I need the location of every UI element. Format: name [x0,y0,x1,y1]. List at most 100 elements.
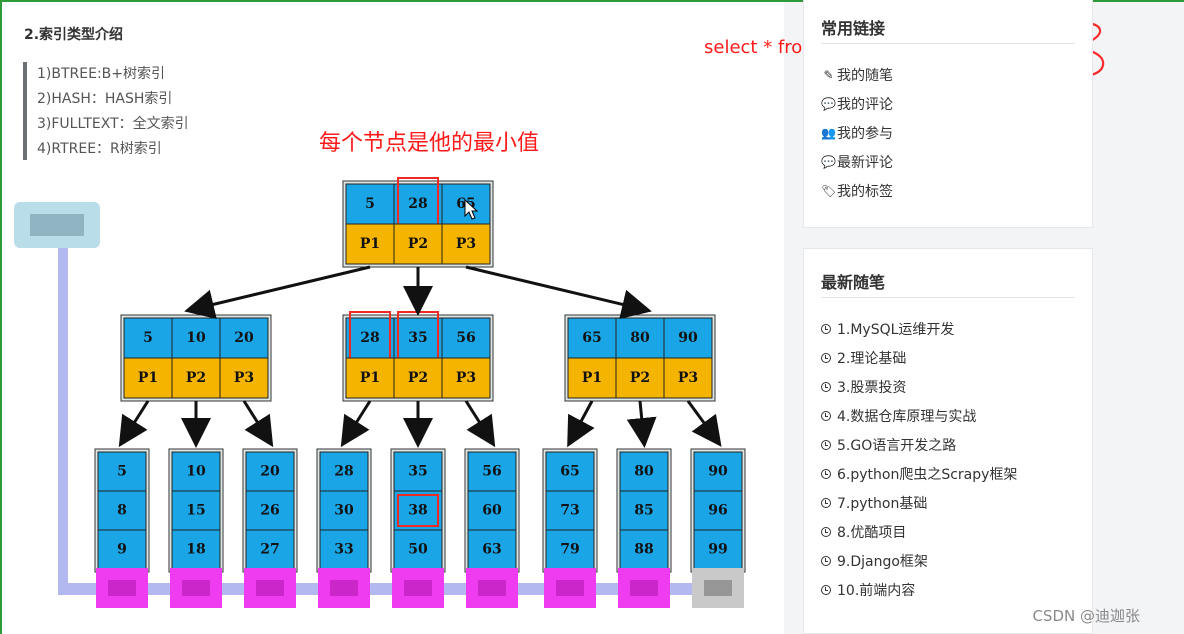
leaf-link-line [58,583,698,595]
link-my-participation[interactable]: 👥我的参与 [821,126,893,142]
pointer-cell [615,357,665,399]
pointer-label: P1 [138,370,158,386]
leaf-key-label: 73 [560,503,579,519]
leaf-key-label: 56 [482,464,501,480]
data-block-inner [256,580,284,596]
link-my-tags[interactable]: 🏷我的标签 [821,184,893,200]
leaf-key-label: 9 [117,542,127,558]
pointer-cell [441,357,491,399]
divider [821,297,1075,298]
pointer-label: P2 [186,370,206,386]
key-label: 90 [678,330,698,346]
key-label: 5 [365,196,375,212]
data-block-inner [630,580,658,596]
leaf-key-cell [97,490,147,531]
tree-arrow [242,400,274,448]
data-block-inner [556,580,584,596]
pointer-cell [663,357,713,399]
pencil-icon: ✎ [823,68,834,82]
link-my-comments[interactable]: 💬我的评论 [821,97,893,113]
key-label: 56 [456,330,475,346]
link-latest-comments[interactable]: 💬最新评论 [821,155,893,171]
index-types-quote: 1)BTREE:B+树索引 2)HASH：HASH索引 3)FULLTEXT：全… [23,62,243,160]
post-link[interactable]: 2.理论基础 [821,348,906,368]
clock-icon [821,527,831,537]
data-block-inner [704,580,732,596]
common-links-title: 常用链接 [821,19,886,38]
leaf-key-cell [171,490,221,531]
pointer-label: P2 [408,370,428,386]
leaf-key-label: 10 [186,464,206,480]
tree-arrow [340,400,372,448]
clock-icon [821,498,831,508]
clock-icon [821,469,831,479]
pointer-label: P2 [408,236,428,252]
post-link[interactable]: 10.前端内容 [821,580,915,600]
post-link[interactable]: 5.GO语言开发之路 [821,435,956,455]
leaf-key-label: 80 [634,464,654,480]
bplus-tree-diagram: 52865P1P2P351020P1P2P3283556P1P2P3658090… [14,177,746,608]
comment-icon: 💬 [821,97,836,111]
pointer-cell [393,357,443,399]
clock-icon [821,353,831,363]
pointer-label: P3 [456,236,476,252]
clock-icon [821,556,831,566]
leaf-key-label: 5 [117,464,127,480]
leaf-key-cell [545,529,595,570]
post-link[interactable]: 6.python爬虫之Scrapy框架 [821,464,1017,484]
clock-icon [821,324,831,334]
leaf-key-label: 20 [260,464,280,480]
key-cell [123,317,173,359]
key-cell [345,317,395,359]
section-title: 2.索引类型介绍 [24,27,124,43]
data-block-inner [478,580,506,596]
index-type-item: 4)RTREE：R树索引 [37,141,162,157]
leaf-key-cell [393,490,443,531]
blurred-start-block [30,214,84,236]
top-border [0,0,1184,2]
leaf-key-cell [619,490,669,531]
post-link[interactable]: 1.MySQL运维开发 [821,319,954,339]
leaf-key-cell [467,451,517,492]
leaf-key-label: 33 [334,542,353,558]
pointer-label: P2 [630,370,650,386]
leaf-key-label: 15 [186,503,205,519]
key-label: 28 [408,196,427,212]
key-cell [219,317,269,359]
leaf-link-line [58,240,68,595]
leaf-key-cell [545,490,595,531]
tree-arrow [184,265,371,320]
pointer-label: P3 [678,370,698,386]
leaf-key-cell [693,451,743,492]
leaf-key-label: 88 [634,542,653,558]
post-link[interactable]: 8.优酷项目 [821,522,906,542]
leaf-key-label: 99 [708,542,727,558]
pointer-label: P3 [456,370,476,386]
post-link[interactable]: 9.Django框架 [821,551,928,571]
leaf-key-label: 63 [482,542,501,558]
leaf-key-cell [467,529,517,570]
pointer-cell [393,223,443,265]
leaf-key-cell [245,451,295,492]
post-link[interactable]: 4.数据仓库原理与实战 [821,406,976,426]
leaf-key-cell [393,529,443,570]
post-link[interactable]: 7.python基础 [821,493,927,513]
index-type-item: 2)HASH：HASH索引 [37,91,173,107]
tree-arrow [464,400,496,448]
leaf-key-label: 38 [408,503,427,519]
highlight-box [397,494,439,527]
latest-posts-title: 最新随笔 [821,273,886,292]
tree-arrow [465,265,652,320]
index-type-item: 1)BTREE:B+树索引 [37,66,165,82]
latest-posts-card: 最新随笔 1.MySQL运维开发 2.理论基础 3.股票投资 4.数据仓库原理与… [803,248,1093,634]
key-cell [441,317,491,359]
data-block-inner [108,580,136,596]
leaf-key-label: 96 [708,503,727,519]
leaf-key-cell [245,529,295,570]
post-link[interactable]: 3.股票投资 [821,377,906,397]
pointer-label: P1 [582,370,602,386]
data-block-inner [330,580,358,596]
link-my-posts[interactable]: ✎我的随笔 [821,65,893,85]
clock-icon [821,382,831,392]
comments-icon: 💬 [821,155,836,169]
